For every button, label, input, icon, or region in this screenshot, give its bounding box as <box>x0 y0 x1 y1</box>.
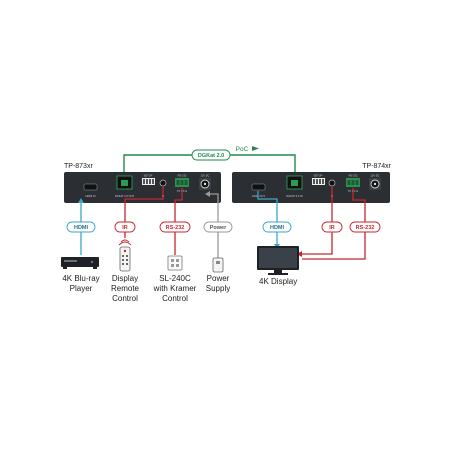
psu-label-line1: Power <box>207 274 230 283</box>
svg-text:IR: IR <box>122 225 128 231</box>
remote-label-line1: Display <box>112 274 138 283</box>
svg-text:HDMI: HDMI <box>270 225 285 231</box>
sl240c-label-line3: Control <box>162 294 188 303</box>
right-rs232-label: RS-232 <box>349 174 358 178</box>
left-setup-label: SETUP <box>144 174 153 178</box>
ir-right-tag <box>321 221 343 233</box>
right-hdmi-port <box>251 183 266 191</box>
hdmi-right-tag <box>262 221 292 233</box>
remote-label-line3: Control <box>112 294 138 303</box>
display-icon <box>257 246 299 275</box>
remote-label-line2: Remote <box>111 284 140 293</box>
left-hdmi-port-label: HDMI IN <box>86 194 96 198</box>
psu-label-line2: Supply <box>206 284 230 293</box>
right-ir-cable <box>302 187 333 255</box>
left-rs232-label: RS-232 <box>178 174 187 178</box>
right-dgkat-port-label: DGKAT 2.0 IN <box>286 194 302 198</box>
left-setup-switches <box>142 178 155 185</box>
right-setup-label: SETUP <box>314 174 323 178</box>
sl240c-label-line2: with Kramer <box>153 284 197 293</box>
left-hdmi-port <box>83 183 98 191</box>
ir-wave-icon <box>118 239 132 246</box>
bluray-label-line1: 4K Blu-ray <box>62 274 99 283</box>
bluray-label-line2: Player <box>70 284 93 293</box>
tp-874xr-unit: HDMI OUT DGKAT 2.0 IN SETUP IR RS-232 TX… <box>232 172 390 203</box>
left-ir-jack <box>159 179 167 187</box>
hdmi-left-tag <box>66 221 96 233</box>
left-power-label: 12V DC <box>200 174 209 178</box>
display-label: 4K Display <box>259 277 297 286</box>
right-ir-jack <box>328 179 336 187</box>
poc-label: PoC <box>236 146 249 153</box>
right-setup-switches <box>312 178 325 185</box>
right-hdmi-port-label: HDMI OUT <box>252 194 265 198</box>
dgkat-cable-label: DGKat 2.0 <box>198 153 224 159</box>
svg-text:Power: Power <box>210 225 227 231</box>
left-dgkat-port-label: DGKAT 2.0 OUT <box>115 194 135 198</box>
right-rs232-cable <box>352 188 366 203</box>
svg-text:HDMI: HDMI <box>74 225 89 231</box>
svg-text:IR: IR <box>329 225 335 231</box>
poc-arrow-icon <box>252 146 259 151</box>
sl240c-panel-icon <box>167 255 183 271</box>
power-left-tag <box>203 221 233 233</box>
sl240c-label-line1: SL-240C <box>159 274 191 283</box>
left-unit-model: TP-873xr <box>64 163 93 170</box>
power-supply-icon <box>212 257 224 273</box>
ir-left-tag <box>114 221 136 233</box>
right-unit-model: TP-874xr <box>362 163 391 170</box>
bluray-player-icon <box>61 257 99 269</box>
svg-text:RS-232: RS-232 <box>166 225 185 231</box>
dgkat-cable-tag <box>191 149 231 161</box>
right-power-label: 12V DC <box>370 174 379 178</box>
svg-text:RS-232: RS-232 <box>356 225 375 231</box>
rs232-left-tag <box>159 221 191 233</box>
remote-control-icon <box>119 246 131 272</box>
rs232-right-tag <box>349 221 381 233</box>
